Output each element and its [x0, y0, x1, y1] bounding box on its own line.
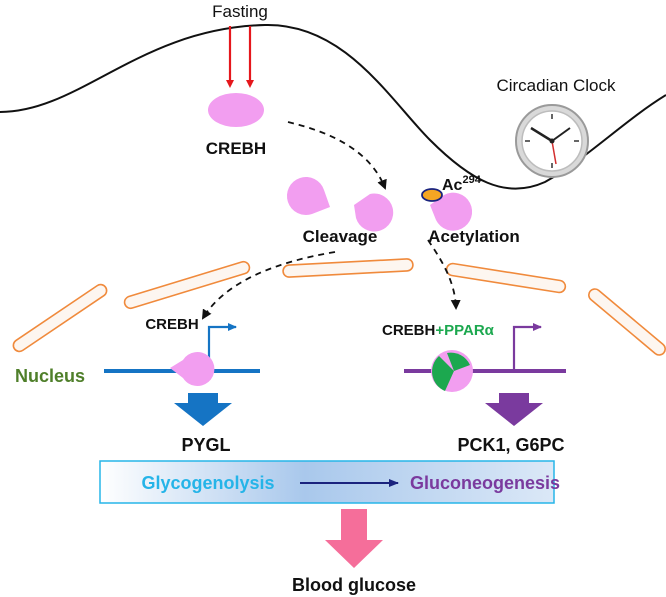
- circadian-clock-label: Circadian Clock: [496, 76, 616, 95]
- acetyl-group-icon: [421, 188, 443, 202]
- fasting-arrows: [226, 26, 254, 88]
- nuclear-envelope: [12, 258, 666, 356]
- glycogenolysis-label: Glycogenolysis: [141, 473, 274, 493]
- crebh-right-label: CREBH: [382, 322, 435, 339]
- cleaved-crebh-icon: [354, 193, 394, 232]
- right-tss-arrow: [512, 323, 542, 371]
- acetylated-crebh-icon: [430, 192, 473, 231]
- dashed-arrow-crebh-to-cleavage: [287, 121, 387, 190]
- crebh-top-label: CREBH: [206, 139, 266, 158]
- acetylation-label: Acetylation: [428, 227, 520, 246]
- dashed-arrow-to-left-gene: [201, 251, 336, 320]
- ppara-label: +PPARα: [435, 322, 494, 339]
- crebh-ppara-complex-icon: [431, 350, 473, 392]
- cleavage-label: Cleavage: [303, 227, 378, 246]
- cleaved-crebh-icon: [286, 176, 330, 215]
- pck1-g6pc-label: PCK1, G6PC: [457, 435, 564, 455]
- dashed-arrow-to-right-gene: [427, 239, 461, 310]
- clock-icon: [515, 104, 589, 178]
- crebh-bound-left-icon: [170, 352, 215, 387]
- pygl-label: PYGL: [181, 435, 230, 455]
- crebh-protein-icon: [208, 93, 264, 127]
- nucleus-label: Nucleus: [15, 366, 85, 386]
- left-tss-arrow: [207, 323, 237, 371]
- blood-glucose-arrow: [325, 509, 383, 568]
- crebh-left-label: CREBH: [145, 316, 198, 333]
- right-output-arrow: [485, 393, 543, 426]
- gluconeogenesis-label: Gluconeogenesis: [410, 473, 560, 493]
- fasting-label: Fasting: [212, 2, 268, 21]
- acetyl-site-label: Ac294: [442, 174, 482, 194]
- left-output-arrow: [174, 393, 232, 426]
- blood-glucose-label: Blood glucose: [292, 575, 416, 595]
- crebh-ppara-label: CREBH+PPARα: [382, 322, 495, 339]
